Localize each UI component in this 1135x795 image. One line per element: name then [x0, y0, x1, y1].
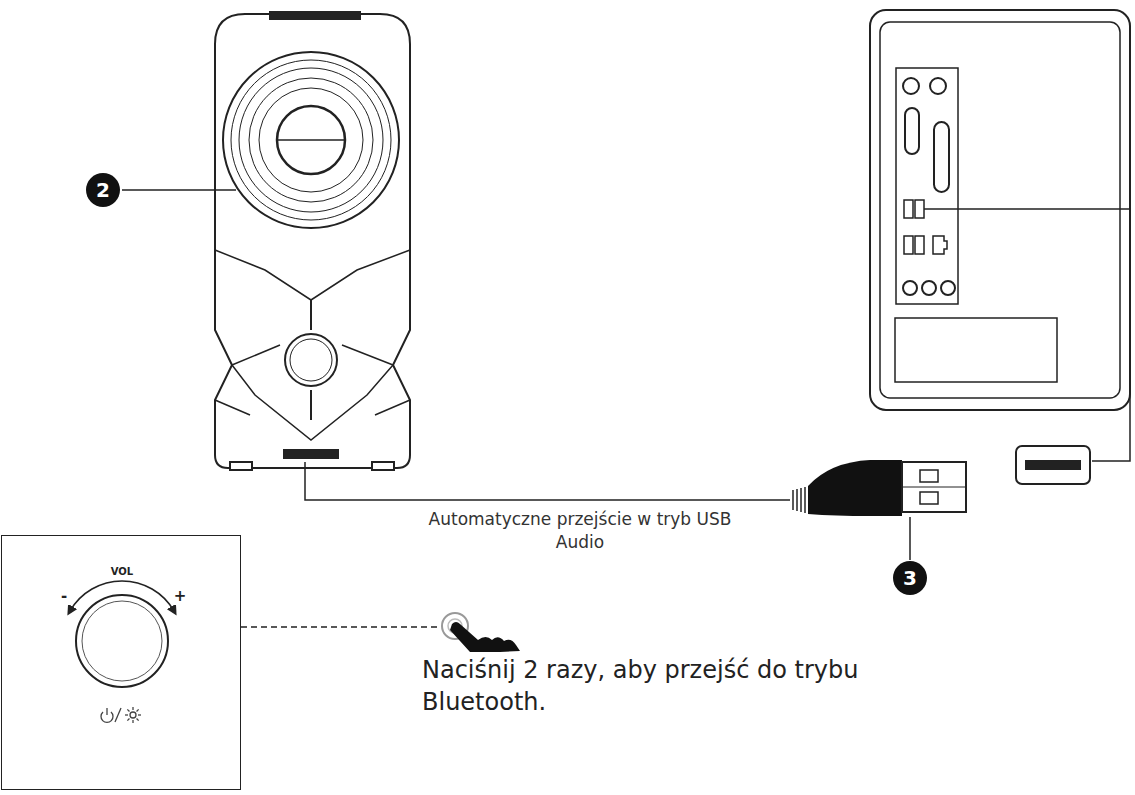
instruction-text: Naciśnij 2 razy, aby przejść do trybu Bl…: [422, 654, 872, 719]
leader-line: [909, 517, 911, 560]
minus-sign: -: [59, 588, 69, 605]
callout-number: 2: [86, 173, 120, 207]
dashed-line: [241, 626, 438, 628]
usb-cable: [305, 460, 966, 516]
callout-number: 3: [893, 561, 927, 595]
leader-line: [122, 189, 236, 191]
knob-label: VOL: [109, 566, 135, 577]
speaker: [215, 12, 410, 470]
power-light-icon: [101, 707, 141, 723]
hand-icon: [442, 613, 520, 652]
plus-sign: +: [172, 588, 189, 605]
control-inset-box: VOL - +: [1, 535, 241, 790]
cable-note: Automatyczne przejście w tryb USB Audio: [415, 508, 745, 554]
pc-tower: [870, 10, 1130, 484]
